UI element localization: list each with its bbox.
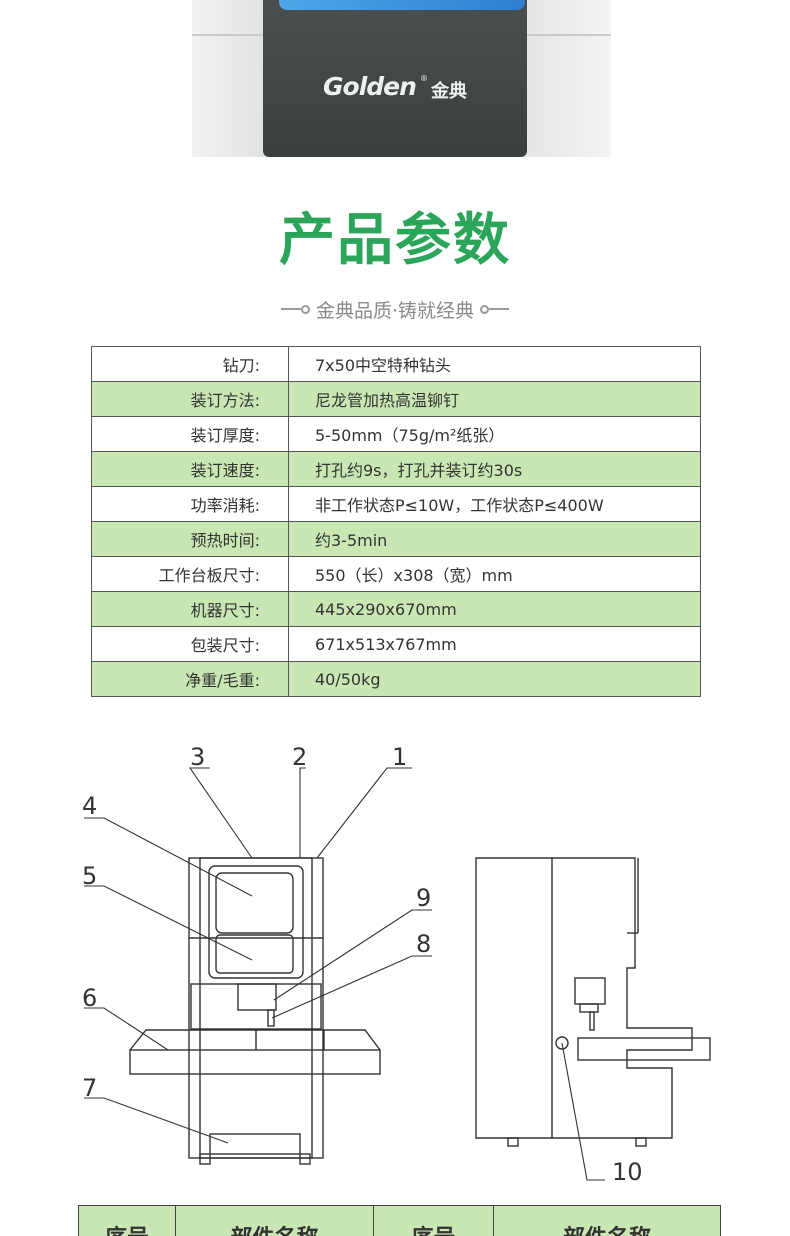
spec-value: 打孔约9s，打孔并装订约30s [288, 451, 701, 487]
subtitle-text: 金典品质·铸就经典 [315, 299, 475, 322]
diagram-label-7: 7 [82, 1074, 97, 1102]
diagram-label-3: 3 [190, 743, 205, 771]
front-view-base [209, 1133, 301, 1155]
table-row: 机器尺寸:445x290x670mm [91, 591, 701, 627]
front-view-inner [199, 857, 313, 1159]
spec-key: 功率消耗: [91, 486, 289, 522]
subtitle-right-ornament [480, 304, 510, 314]
registered-mark: ® [420, 74, 428, 83]
front-view-screen-frame [208, 865, 304, 979]
spec-value: 5-50mm（75g/m²纸张） [288, 416, 701, 452]
diagram-label-1: 1 [392, 743, 407, 771]
spec-key: 机器尺寸: [91, 591, 289, 627]
diagram-label-10: 10 [612, 1158, 643, 1186]
side-view-body [475, 857, 693, 1139]
parts-header-index: 序号 [78, 1205, 176, 1236]
spec-table: 钻刀:7x50中空特种钻头 装订方法:尼龙管加热高温铆钉 装订厚度:5-50mm… [91, 346, 701, 697]
table-row: 装订厚度:5-50mm（75g/m²纸张） [91, 416, 701, 452]
spec-key: 工作台板尺寸: [91, 556, 289, 592]
spec-key: 装订方法: [91, 381, 289, 417]
spec-value: 非工作状态P≤10W，工作状态P≤400W [288, 486, 701, 522]
spec-value: 尼龙管加热高温铆钉 [288, 381, 701, 417]
spec-key: 净重/毛重: [91, 661, 289, 697]
parts-header-name: 部件名称 [493, 1205, 721, 1236]
table-row: 包装尺寸:671x513x767mm [91, 626, 701, 662]
golden-logo: Golden [323, 72, 417, 101]
spec-value: 40/50kg [288, 661, 701, 697]
machine-screen [279, 0, 525, 10]
spec-value: 550（长）x308（宽）mm [288, 556, 701, 592]
spec-key: 预热时间: [91, 521, 289, 557]
spec-value: 7x50中空特种钻头 [288, 346, 701, 382]
spec-key: 装订厚度: [91, 416, 289, 452]
front-view-table [129, 1029, 381, 1051]
table-row: 预热时间:约3-5min [91, 521, 701, 557]
parts-header-index: 序号 [373, 1205, 494, 1236]
golden-logo-cn: 金典 [431, 81, 467, 102]
front-view-head [190, 983, 322, 1030]
side-view-table [577, 1037, 711, 1061]
spec-value: 445x290x670mm [288, 591, 701, 627]
side-view-drill-head [574, 977, 606, 1005]
machine-diagram: 1 2 3 4 5 6 7 8 9 10 [82, 743, 711, 1186]
side-view-knob [555, 1036, 569, 1050]
spec-value: 约3-5min [288, 521, 701, 557]
table-row: 序号 部件名称 序号 部件名称 [78, 1205, 721, 1236]
machine-left-side [192, 0, 264, 157]
table-row: 功率消耗:非工作状态P≤10W，工作状态P≤400W [91, 486, 701, 522]
machine-front-panel: Golden ® 金典 [263, 0, 527, 157]
table-row: 装订速度:打孔约9s，打孔并装订约30s [91, 451, 701, 487]
spec-value: 671x513x767mm [288, 626, 701, 662]
parts-header-name: 部件名称 [175, 1205, 374, 1236]
subtitle-left-ornament [280, 304, 310, 314]
spec-key: 包装尺寸: [91, 626, 289, 662]
diagram-label-6: 6 [82, 984, 97, 1012]
diagram-label-9: 9 [416, 884, 431, 912]
front-view-table-edge [129, 1049, 381, 1075]
table-row: 钻刀:7x50中空特种钻头 [91, 346, 701, 382]
diagram-label-5: 5 [82, 862, 97, 890]
front-view-drill-head [237, 983, 277, 1011]
front-view-upper-screen [215, 872, 294, 934]
product-photo: Golden ® 金典 [192, 0, 611, 157]
diagram-label-4: 4 [82, 792, 97, 820]
table-row: 净重/毛重:40/50kg [91, 661, 701, 697]
page-title: 产品参数 [279, 208, 511, 273]
table-row: 工作台板尺寸:550（长）x308（宽）mm [91, 556, 701, 592]
diagram-label-8: 8 [416, 930, 431, 958]
spec-key: 装订速度: [91, 451, 289, 487]
machine-right-side [523, 0, 611, 157]
parts-table: 序号 部件名称 序号 部件名称 [78, 1205, 721, 1236]
diagram-label-2: 2 [292, 743, 307, 771]
front-view-lower-screen [215, 934, 294, 974]
table-row: 装订方法:尼龙管加热高温铆钉 [91, 381, 701, 417]
spec-key: 钻刀: [91, 346, 289, 382]
page-subtitle: 金典品质·铸就经典 [0, 296, 790, 322]
